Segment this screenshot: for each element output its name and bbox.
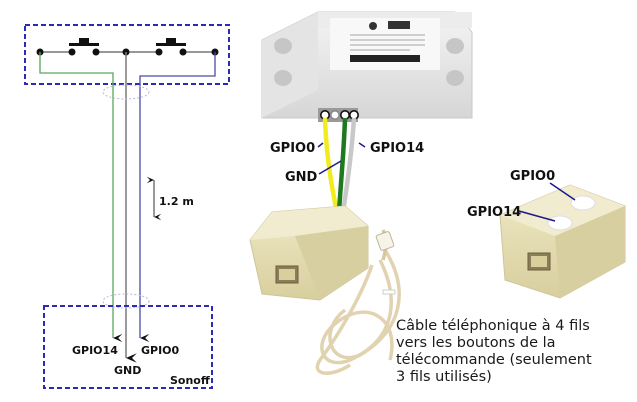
- cable-caption: Câble téléphonique à 4 fils vers les bou…: [396, 318, 636, 386]
- remote-box-border: [24, 24, 230, 85]
- push-button-icon: [156, 38, 186, 54]
- sonoff-device: [261, 11, 473, 122]
- cable-bundle-marker: [102, 293, 150, 309]
- caption-line: télécommande (seulement: [396, 352, 592, 368]
- mount-hole: [446, 70, 464, 86]
- photo-label-gpio0: GPIO0: [270, 141, 315, 156]
- rohs-mark-icon: [388, 21, 410, 29]
- photo-label-gpio14: GPIO14: [370, 141, 424, 156]
- remote-button-box: [499, 184, 626, 299]
- mount-hole: [274, 38, 292, 54]
- wire-gray-gpio14: [340, 117, 357, 213]
- wire-yellow-gpio0: [322, 117, 340, 213]
- pin-label-gnd: GND: [114, 364, 141, 377]
- caption-line: 3 fils utilisés): [396, 369, 492, 385]
- button-gpio14: [547, 215, 573, 231]
- caption-line: Câble téléphonique à 4 fils: [396, 318, 590, 334]
- sonoff-box-title: Sonoff: [170, 374, 210, 387]
- cable-tie: [382, 289, 396, 295]
- mount-hole: [274, 70, 292, 86]
- remote-box: [24, 24, 230, 85]
- cable-length-label: 1.2 m: [159, 195, 194, 208]
- caption-line: vers les boutons de la: [396, 335, 556, 351]
- button-gpio0: [570, 195, 596, 211]
- wire-green-gnd: [336, 117, 348, 213]
- pin-label-gpio0: GPIO0: [141, 344, 180, 357]
- mount-hole: [446, 38, 464, 54]
- label-text-lines: [350, 34, 425, 51]
- remote-label-gpio14: GPIO14: [467, 205, 521, 220]
- sonoff-box: GPIO14 GND GPIO0 Sonoff: [43, 305, 213, 389]
- rj11-plug-icon: [375, 231, 395, 251]
- wire-gpio14: [39, 52, 123, 343]
- wire-gpio0: [139, 52, 216, 343]
- push-button-icon: [69, 38, 99, 54]
- cable-bundle-marker: [102, 84, 150, 100]
- rj11-junction-box: [249, 205, 369, 301]
- led-icon: [369, 22, 377, 30]
- device-label: [330, 18, 440, 70]
- sonoff-box-border: [43, 305, 213, 389]
- sonoff-logo-icon: [350, 55, 420, 62]
- remote-label-gpio0: GPIO0: [510, 169, 555, 184]
- photo-label-gnd: GND: [285, 170, 318, 185]
- pin-label-gpio14: GPIO14: [72, 344, 118, 357]
